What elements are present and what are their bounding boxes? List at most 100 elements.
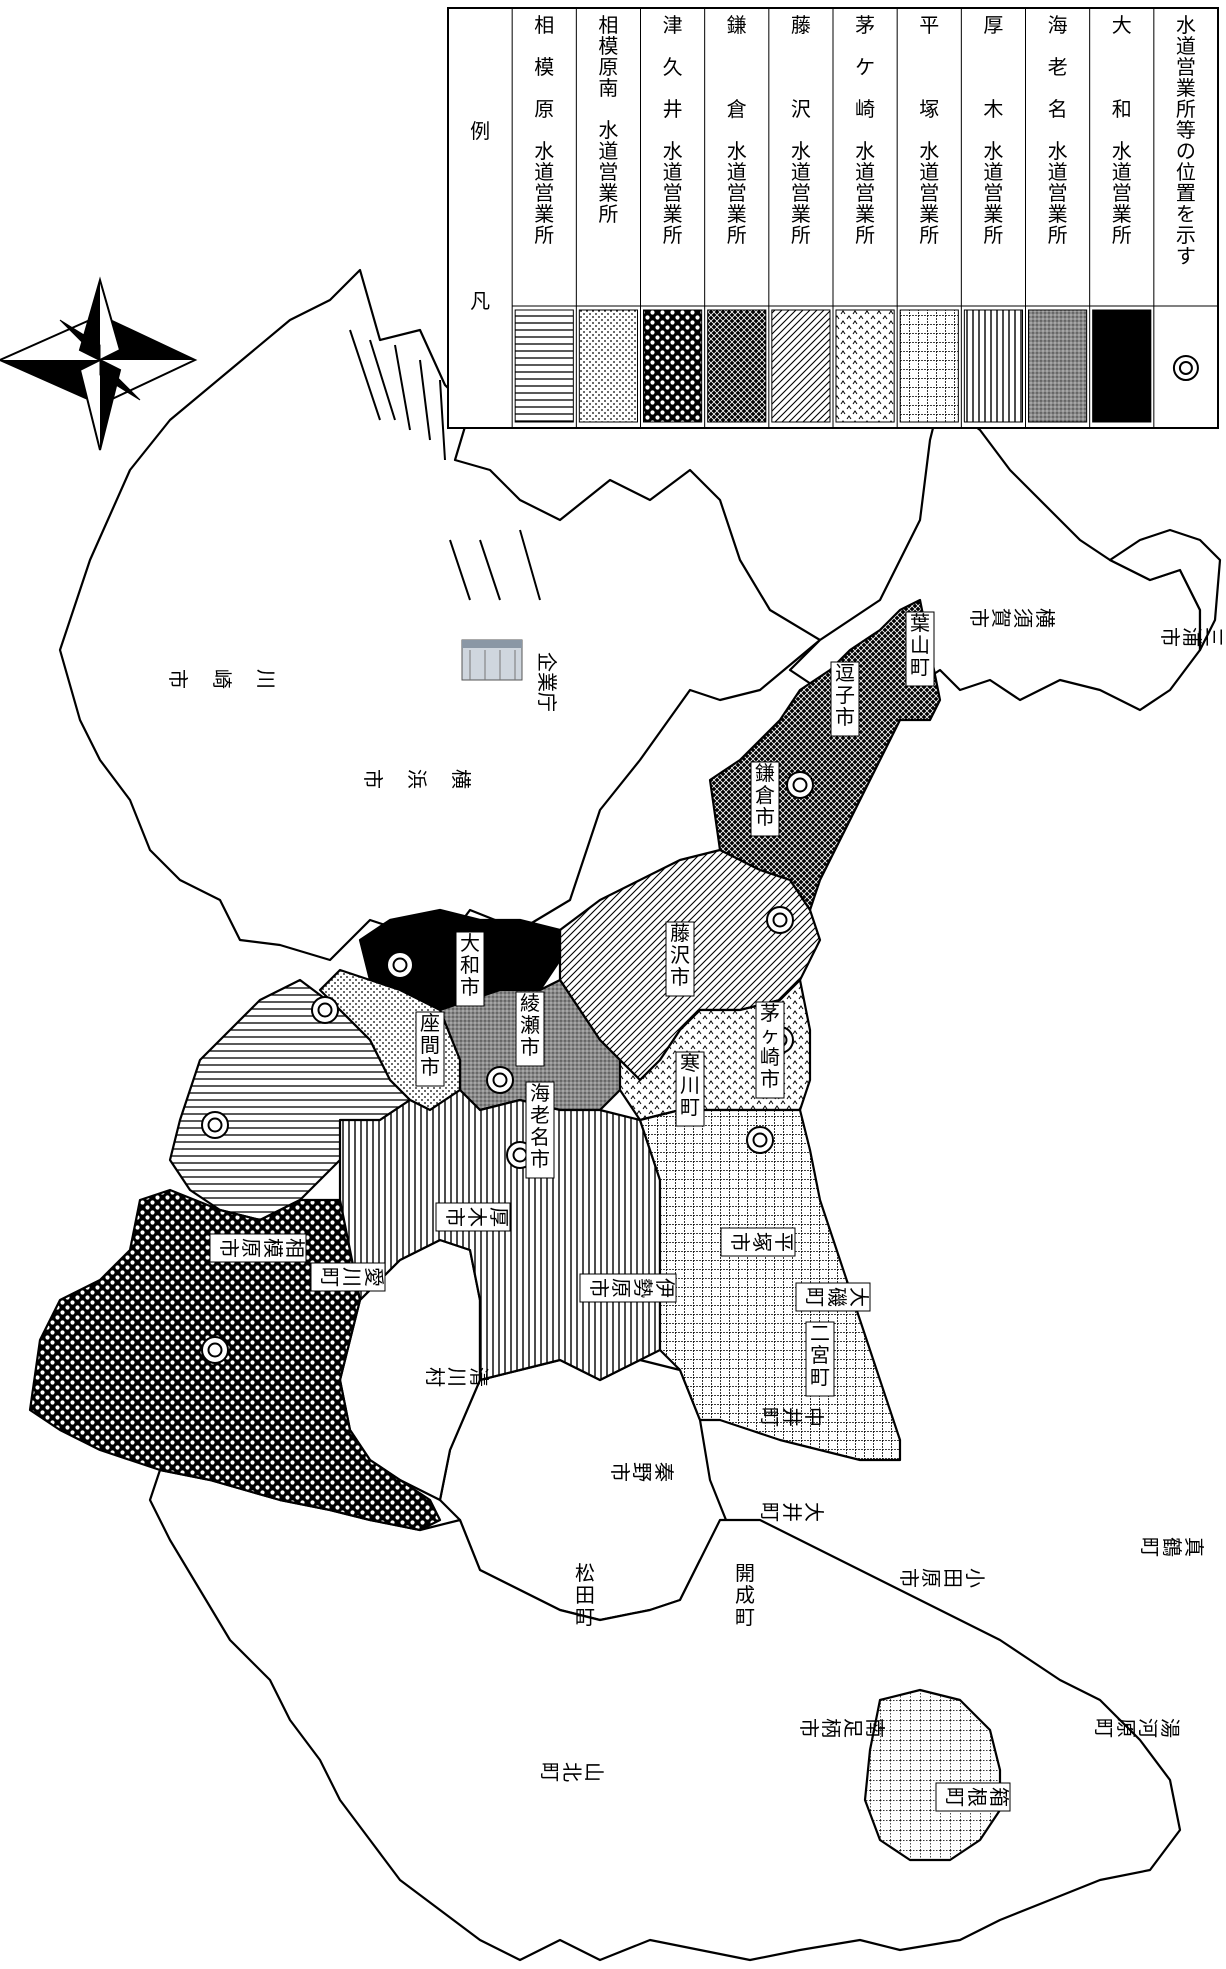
legend-label: 鎌 倉 水道営業所	[727, 13, 747, 247]
office-marker	[201, 1111, 229, 1139]
place-label-matsuda: 松田町	[575, 1561, 595, 1629]
place-label-ayase: 綾瀬市	[515, 991, 545, 1067]
svg-text:箱根町: 箱根町	[943, 1787, 1011, 1807]
legend-row: 海 老 名 水道営業所	[1028, 13, 1088, 423]
area-hakone	[863, 1688, 1002, 1862]
legend-row: 茅 ケ 崎 水道営業所	[835, 13, 895, 423]
svg-text:川 崎 市: 川 崎 市	[166, 669, 278, 689]
place-label-fujisawa: 藤沢市	[665, 921, 695, 997]
svg-text:茅ヶ崎市: 茅ヶ崎市	[760, 1001, 780, 1091]
svg-text:山北町: 山北町	[538, 1762, 606, 1782]
svg-text:松田町: 松田町	[575, 1561, 595, 1629]
svg-text:伊勢原市: 伊勢原市	[587, 1278, 677, 1298]
legend-label: 相模原南 水道営業所	[598, 13, 618, 226]
legend-row: 藤 沢 水道営業所	[771, 13, 831, 423]
svg-text:海老名市: 海老名市	[530, 1081, 550, 1171]
legend-swatch	[899, 309, 959, 423]
legend-row: 厚 木 水道営業所	[963, 13, 1023, 423]
place-label-chigasaki: 茅ヶ崎市	[755, 1001, 785, 1099]
svg-text:綾瀬市: 綾瀬市	[520, 991, 540, 1059]
svg-text:藤沢市: 藤沢市	[670, 921, 690, 989]
legend-row: 津 久 井 水道営業所	[643, 13, 703, 423]
svg-text:三浦市: 三浦市	[1158, 627, 1226, 647]
svg-text:逗子市: 逗子市	[835, 661, 855, 729]
place-label-oi: 大井町	[758, 1502, 826, 1522]
legend-row: 鎌 倉 水道営業所	[707, 13, 767, 423]
bay-piers	[349, 329, 541, 601]
place-label-atsugi: 厚木市	[435, 1202, 511, 1232]
legend-label: 藤 沢 水道営業所	[791, 13, 811, 247]
place-label-nakai: 中井町	[758, 1407, 826, 1427]
legend-header: 凡例	[470, 119, 490, 313]
svg-text:横 浜 市: 横 浜 市	[361, 769, 473, 789]
legend-row: 相模原南 水道営業所	[578, 13, 638, 423]
legend-row: 相 模 原 水道営業所	[514, 13, 574, 423]
legend-swatch	[1092, 309, 1152, 423]
place-label-zama: 座間市	[415, 1011, 445, 1087]
svg-text:平塚市: 平塚市	[728, 1232, 796, 1252]
place-label-yamato: 大和市	[455, 931, 485, 1007]
area-hiratsuka-oiso-ninomiya	[638, 1108, 902, 1462]
legend-label: 大 和 水道営業所	[1112, 13, 1132, 247]
svg-text:小田原市: 小田原市	[897, 1568, 987, 1588]
legend-office-note: 水道営業所等の位置を示す	[1176, 13, 1196, 268]
place-label-sagamihara: 相模原市	[209, 1233, 307, 1263]
place-label-manazuru: 真鶴町	[1138, 1537, 1206, 1557]
legend-label: 平 塚 水道営業所	[919, 13, 939, 247]
place-label-ebina: 海老名市	[525, 1081, 555, 1179]
place-label-samukawa: 寒川町	[675, 1051, 705, 1127]
office-marker	[766, 906, 794, 934]
place-label-oiso: 大磯町	[795, 1282, 871, 1312]
office-marker	[386, 951, 414, 979]
office-marker	[786, 771, 814, 799]
hq-label: 企業庁	[535, 652, 559, 712]
svg-text:葉山町: 葉山町	[910, 611, 930, 679]
hq-marker	[461, 639, 523, 681]
svg-text:湯河原町: 湯河原町	[1092, 1718, 1182, 1738]
svg-text:横須賀市: 横須賀市	[967, 608, 1057, 628]
svg-text:秦野市: 秦野市	[608, 1462, 676, 1482]
legend-swatch	[578, 309, 638, 423]
svg-text:大磯町: 大磯町	[803, 1287, 871, 1307]
office-marker	[486, 1066, 514, 1094]
compass-icon	[0, 276, 198, 451]
svg-text:寒川町: 寒川町	[680, 1051, 700, 1119]
place-label-kawasaki: 川 崎 市	[166, 669, 278, 689]
legend-swatch	[707, 309, 767, 423]
place-label-kiyokawa: 清川村	[423, 1367, 491, 1387]
svg-text:厚木市: 厚木市	[443, 1207, 511, 1227]
svg-text:座間市: 座間市	[420, 1011, 440, 1079]
place-label-hakone: 箱根町	[935, 1782, 1011, 1812]
place-label-aikawa: 愛川町	[310, 1262, 386, 1292]
svg-text:鎌倉市: 鎌倉市	[755, 761, 775, 829]
legend-row: 平 塚 水道営業所	[899, 13, 959, 423]
office-marker	[201, 1336, 229, 1364]
place-label-hayama: 葉山町	[905, 611, 935, 687]
place-label-isehara: 伊勢原市	[579, 1273, 677, 1303]
legend-title-right: 例	[470, 119, 490, 143]
svg-text:開成町: 開成町	[735, 1561, 755, 1629]
legend-label: 津 久 井 水道営業所	[663, 13, 683, 247]
svg-text:大和市: 大和市	[460, 931, 480, 999]
place-label-ninomiya: 二宮町	[805, 1321, 835, 1397]
svg-text:南足柄市: 南足柄市	[797, 1718, 887, 1738]
place-label-zushi: 逗子市	[830, 661, 860, 737]
region-miura	[1108, 528, 1222, 652]
legend-label: 海 老 名 水道営業所	[1048, 13, 1068, 247]
legend-swatch	[1028, 309, 1088, 423]
legend-row: 大 和 水道営業所	[1092, 13, 1152, 423]
svg-text:清川村: 清川村	[423, 1367, 491, 1387]
legend-swatch	[835, 309, 895, 423]
legend-label: 茅 ケ 崎 水道営業所	[855, 13, 875, 247]
svg-text:愛川町: 愛川町	[318, 1267, 386, 1287]
legend-title-left: 凡	[470, 289, 490, 313]
svg-text:相模原市: 相模原市	[217, 1238, 307, 1258]
svg-text:中井町: 中井町	[758, 1407, 826, 1427]
legend-swatch	[771, 309, 831, 423]
svg-text:真鶴町: 真鶴町	[1138, 1537, 1206, 1557]
place-label-odawara: 小田原市	[897, 1568, 987, 1588]
place-label-miura: 三浦市	[1158, 627, 1226, 647]
legend-label: 厚 木 水道営業所	[983, 13, 1003, 247]
